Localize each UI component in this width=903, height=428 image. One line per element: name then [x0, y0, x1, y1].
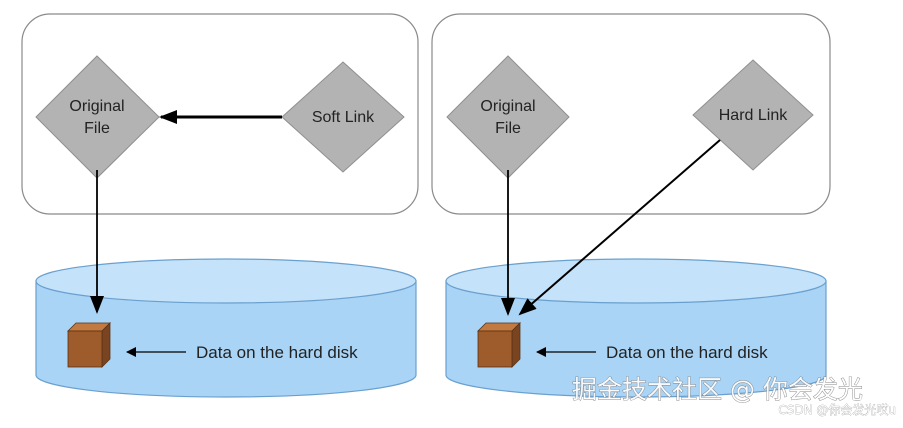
watermark-sub: CSDN @你会发光哎u: [778, 402, 896, 417]
watermark-main: 掘金技术社区 @ 你会发光: [572, 375, 863, 404]
left-original-file-label-2: File: [84, 120, 110, 137]
right-hard-disk: [445, 258, 827, 398]
soft-link-panel: Original File Soft Link Data on the hard…: [21, 13, 419, 398]
right-original-file-label-2: File: [495, 120, 521, 137]
left-original-file-label-1: Original: [69, 98, 124, 115]
watermark: 掘金技术社区 @ 你会发光 CSDN @你会发光哎u: [572, 375, 897, 418]
right-disk-body: [445, 280, 827, 398]
hard-link-to-data-arrow: [518, 139, 721, 316]
soft-link-node: Soft Link: [281, 61, 405, 173]
right-original-file-node: Original File: [446, 55, 570, 179]
right-disk-top: [445, 258, 827, 304]
right-disk-label: Data on the hard disk: [606, 343, 768, 362]
right-original-file-label-1: Original: [480, 98, 535, 115]
right-data-block-icon: [477, 322, 521, 368]
hard-link-panel: Original File Hard Link Data on the hard…: [431, 13, 831, 398]
hard-link-node: Hard Link: [692, 59, 814, 171]
hard-link-label: Hard Link: [719, 107, 788, 124]
soft-link-label: Soft Link: [312, 109, 375, 126]
hard-link-directory-box: [431, 13, 831, 215]
left-disk-top: [35, 258, 417, 304]
left-disk-body: [35, 280, 417, 398]
soft-link-directory-box: [21, 13, 419, 215]
left-disk-label: Data on the hard disk: [196, 343, 358, 362]
left-hard-disk: [35, 258, 417, 398]
left-data-block-icon: [67, 322, 111, 368]
